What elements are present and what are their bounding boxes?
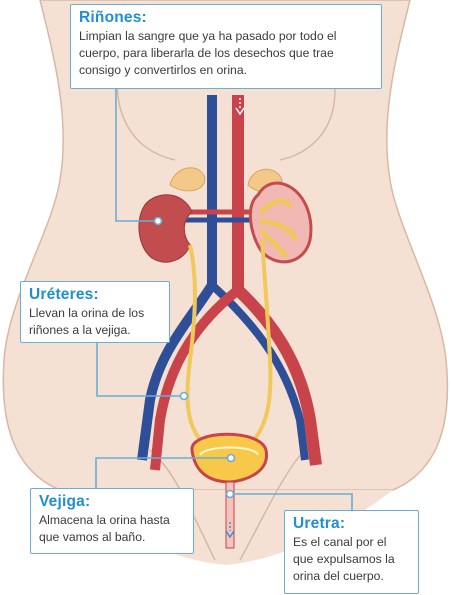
adrenal-gland-left: [169, 167, 206, 192]
flow-arrow-down-icon: [235, 98, 245, 116]
callout-title: Uretra:: [293, 515, 346, 532]
callout-title: Uréteres:: [29, 286, 99, 303]
bladder-inner: [199, 446, 259, 456]
callout-text: Es el canal por el que expulsamos la ori…: [293, 535, 395, 583]
urethra: [225, 481, 235, 549]
callout-text: Limpian la sangre que ya ha pasado por t…: [79, 29, 337, 77]
callout-text: Almacena la orina hasta que vamos al bañ…: [39, 513, 170, 544]
callout-title: Vejiga:: [39, 493, 91, 510]
callout-uretra: Uretra: Es el canal por el que expulsamo…: [284, 510, 419, 594]
callout-title: Riñones:: [79, 9, 147, 26]
kidney-right-pelvis: [259, 198, 298, 258]
leader-line-uretra: [225, 489, 353, 510]
ureter-left: [185, 244, 207, 447]
kidney-left: [138, 194, 193, 263]
flow-arrow-down-icon: [225, 522, 235, 539]
leader-line-ureteres: [96, 343, 189, 401]
leader-line-vejiga: [95, 453, 236, 488]
vena-cava: [137, 95, 217, 461]
leader-line-rinones: [115, 89, 163, 226]
kidney-right: [248, 181, 313, 264]
aorta: [232, 95, 322, 466]
callout-ureteres: Uréteres: Llevan la orina de los riñones…: [20, 281, 170, 343]
hip-fold-right: [239, 449, 306, 561]
artery-branch-left: [150, 286, 242, 471]
callout-vejiga: Vejiga: Almacena la orina hasta que vamo…: [30, 488, 194, 554]
callout-rinones: Riñones: Limpian la sangre que ya ha pas…: [70, 4, 382, 89]
ureter-right: [248, 239, 273, 447]
callout-text: Llevan la orina de los riñones a la veji…: [29, 306, 145, 337]
